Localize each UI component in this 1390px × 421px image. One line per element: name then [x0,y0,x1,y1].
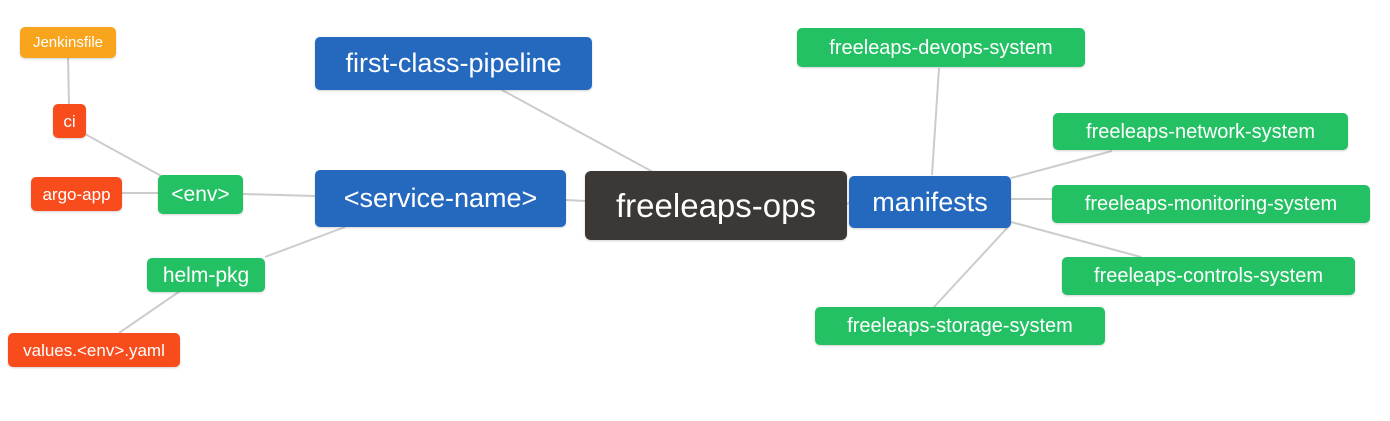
edge-service-name-root [565,199,587,202]
node-jenkinsfile[interactable]: Jenkinsfile [20,27,116,58]
edge-pipeline-root [501,89,654,173]
node-freeleaps-controls-system[interactable]: freeleaps-controls-system [1062,257,1355,295]
edge-jenkinsfile-ci [67,56,70,105]
node-env[interactable]: <env> [158,175,243,214]
node-freeleaps-network-system[interactable]: freeleaps-network-system [1053,113,1348,150]
node-helm-pkg[interactable]: helm-pkg [147,258,265,292]
node-service-name[interactable]: <service-name> [315,170,566,227]
edge-manifests-network [1010,150,1113,179]
edge-manifests-devops [931,67,940,176]
node-freeleaps-monitoring-system[interactable]: freeleaps-monitoring-system [1052,185,1370,223]
node-freeleaps-devops-system[interactable]: freeleaps-devops-system [797,28,1085,67]
edge-manifests-controls [1010,221,1142,258]
node-freeleaps-storage-system[interactable]: freeleaps-storage-system [815,307,1105,345]
node-argo-app[interactable]: argo-app [31,177,122,211]
edge-group [67,56,1142,334]
node-freeleaps-ops[interactable]: freeleaps-ops [585,171,847,240]
edge-values-helm-pkg [118,290,181,334]
node-values-env-yaml[interactable]: values.<env>.yaml [8,333,180,367]
edge-ci-env [84,133,164,178]
node-manifests[interactable]: manifests [849,176,1011,228]
edge-env-service-name [242,193,316,197]
edge-helm-pkg-service-name [264,226,346,258]
node-first-class-pipeline[interactable]: first-class-pipeline [315,37,592,90]
node-ci[interactable]: ci [53,104,86,138]
edge-manifests-storage [933,226,1009,308]
